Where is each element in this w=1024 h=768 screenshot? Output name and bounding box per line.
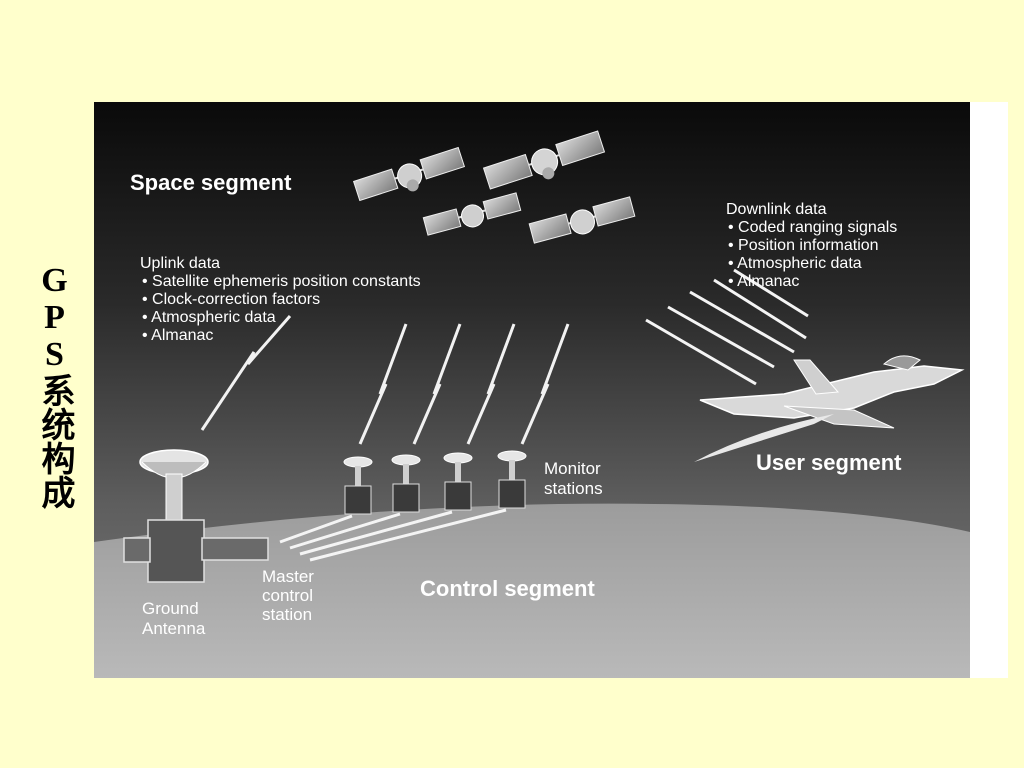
downlink-signal-lines xyxy=(645,268,809,386)
space-segment-label: Space segment xyxy=(130,170,292,195)
monitor-stations-label: Monitor stations xyxy=(544,459,603,498)
monitor-station-icon xyxy=(391,454,421,513)
uplink-data-list: Uplink data • Satellite ephemeris positi… xyxy=(140,255,421,344)
downlink-item: • Coded ranging signals xyxy=(728,219,897,236)
monitor-to-master-arrows xyxy=(279,508,507,562)
downlink-item: • Almanac xyxy=(728,273,799,290)
uplink-heading: Uplink data xyxy=(140,255,220,272)
monitor-station-icon xyxy=(443,452,473,511)
downlink-data-list: Downlink data • Coded ranging signals • … xyxy=(726,201,897,290)
uplink-item: • Clock-correction factors xyxy=(142,291,320,308)
monitor-label-line: Monitor xyxy=(544,459,601,478)
ground-antenna-icon xyxy=(123,449,269,583)
master-label-line: Master xyxy=(262,567,314,586)
satellite-icon xyxy=(482,130,606,190)
jet-aircraft-icon xyxy=(694,355,965,462)
monitor-station-icon xyxy=(343,456,373,515)
uplink-item: • Satellite ephemeris position constants xyxy=(142,273,421,290)
monitor-label-line: stations xyxy=(544,479,603,498)
uplink-signal-bolt xyxy=(200,315,292,431)
downlink-heading: Downlink data xyxy=(726,201,827,218)
earth-surface xyxy=(94,503,970,678)
ground-label-line: Ground xyxy=(142,599,199,618)
downlink-item: • Atmospheric data xyxy=(728,255,862,272)
master-control-station-label: Master control station xyxy=(262,567,314,624)
slide-side-title: GPS系统构成 xyxy=(36,262,73,509)
control-segment-label: Control segment xyxy=(420,576,595,601)
ground-label-line: Antenna xyxy=(142,619,206,638)
master-label-line: control xyxy=(262,586,313,605)
satellite-icon xyxy=(528,196,636,244)
image-right-edge xyxy=(970,102,1008,678)
master-label-line: station xyxy=(262,605,312,624)
monitor-station-icon xyxy=(497,450,527,509)
uplink-item: • Atmospheric data xyxy=(142,309,276,326)
ground-antenna-label: Ground Antenna xyxy=(142,599,206,638)
gps-segments-diagram: Space segment Uplink data • Satellite ep… xyxy=(94,102,970,678)
satellite-icon xyxy=(422,192,522,236)
satellite-icon xyxy=(352,146,466,202)
downlink-item: • Position information xyxy=(728,237,879,254)
uplink-item: • Almanac xyxy=(142,327,213,344)
user-segment-label: User segment xyxy=(756,450,902,475)
monitor-signal-bolts xyxy=(358,323,570,445)
